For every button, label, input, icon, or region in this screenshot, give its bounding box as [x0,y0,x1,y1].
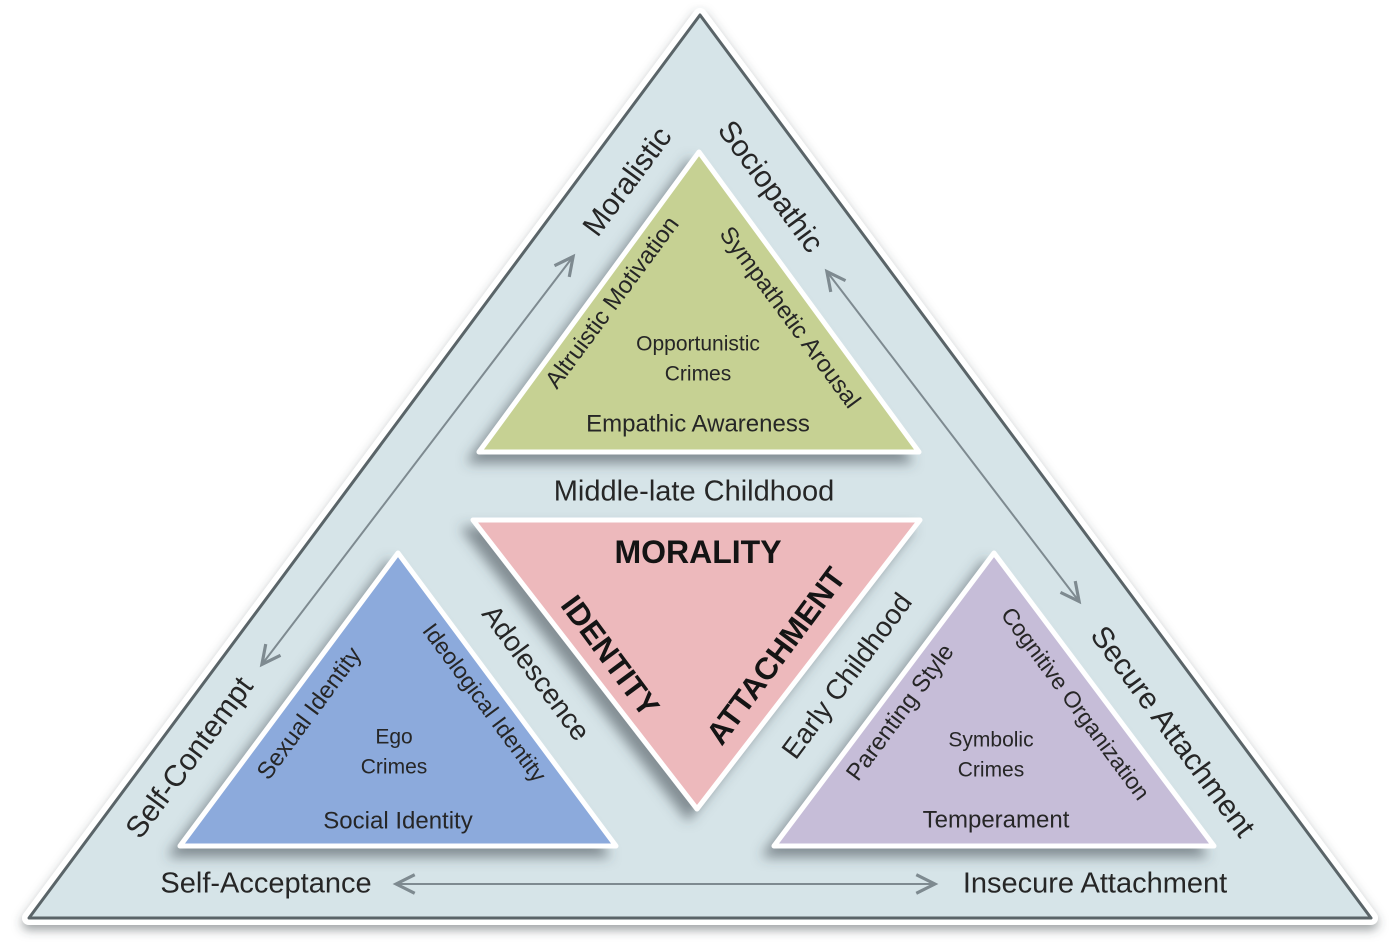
middle-late-childhood-label: Middle-late Childhood [553,475,835,508]
self-acceptance-label: Self-Acceptance [160,867,372,900]
empathic-awareness-label: Empathic Awareness [586,410,810,438]
symbolic-crimes-line1: Symbolic [948,728,1034,752]
ego-crimes-line2: Crimes [360,756,428,779]
opportunistic-crimes-line2: Crimes [664,363,732,386]
opportunistic-crimes-line1: Opportunistic [636,332,760,356]
ego-crimes-line1: Ego [375,725,413,749]
insecure-attachment-label: Insecure Attachment [962,867,1228,900]
core-triangle [470,517,923,812]
morality-core-label: MORALITY [614,533,782,570]
attachment-triangle [771,550,1217,849]
right-edge-arrow [824,268,1082,605]
social-identity-label: Social Identity [323,807,473,835]
symbolic-crimes-line2: Crimes [957,759,1025,782]
morality-triangle [476,149,922,455]
opportunistic-crimes-label: Opportunistic Crimes [636,330,760,391]
left-edge-arrow [259,253,576,668]
symbolic-crimes-label: Symbolic Crimes [948,726,1033,787]
identity-triangle [177,550,619,849]
temperament-label: Temperament [922,806,1070,834]
ego-crimes-label: Ego Crimes [361,723,428,784]
